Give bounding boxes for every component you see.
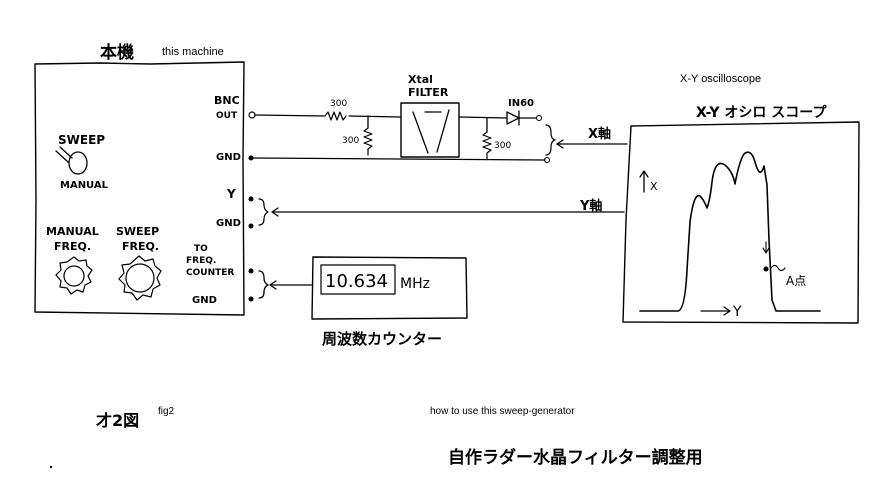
x-input-arrow-icon [556,139,628,149]
x-axis-input-label: X軸 [588,126,611,142]
switch-sweep-label: SWEEP [58,133,105,147]
port-gnd1-label: GND [216,152,241,163]
counter-value: 10.634 [325,271,388,292]
port-bnc-label: BNC [214,94,240,107]
machine-title: 本機 [100,42,134,63]
counter-input-arrow-icon [269,280,313,290]
y-ground-brace [258,198,269,226]
terminal-dots [248,111,256,302]
figure-number: 才2図 [96,411,139,430]
port-counter-label: COUNTER [186,268,234,278]
footer-title: 自作ラダー水晶フィルター調整用 [448,447,703,468]
figure-caption: fig2 [158,406,175,417]
counter-unit: MHz [400,276,430,292]
stray-dot [49,465,53,469]
scope-y-arrow-label: Y [732,304,742,320]
port-freq-label: FREQ. [186,256,216,266]
point-a-label: A点 [786,274,806,288]
filter-label-top: Xtal [408,73,433,86]
footer-caption: how to use this sweep-generator [430,406,575,417]
port-y-label: Y [226,187,236,201]
filter-network [250,102,556,164]
scope-x-arrow-label: X [650,180,658,193]
y-direction-arrow-icon [700,306,731,316]
sweep-response-curve [639,151,821,312]
resistor-r1-label: 300 [330,99,347,109]
counter-label: 周波数カウンター [322,330,442,348]
port-out-label: OUT [216,111,238,121]
counter-brace [258,270,269,299]
knob-manual-label-1: MANUAL [46,225,99,238]
machine-box [34,61,245,316]
filter-label-bottom: FILTER [408,86,449,99]
port-gnd3-label: GND [192,295,217,306]
switch-manual-label: MANUAL [60,180,109,191]
y-input-arrow-icon [271,207,625,217]
counter-display [320,264,396,295]
counter-box [311,256,468,320]
scope-caption: X-Y oscilloscope [680,73,761,85]
machine-caption: this machine [162,46,224,58]
knob-sweep-label-1: SWEEP [116,225,159,238]
sweep-freq-knob-icon [118,255,162,301]
knob-sweep-label-2: FREQ. [122,240,159,253]
port-to-label: TO [194,244,208,254]
x-direction-arrow-icon [639,170,649,193]
port-gnd2-label: GND [216,218,241,229]
scope-title: X-Y オシロ スコープ [696,105,827,121]
knob-manual-label-2: FREQ. [54,240,91,253]
manual-freq-knob-icon [55,256,93,295]
resistor-r2-label: 300 [342,136,359,146]
toggle-switch-icon [55,146,88,175]
scope-box [622,121,860,324]
resistor-r3-label: 300 [494,141,511,151]
y-axis-input-label: Y軸 [579,198,602,214]
diode-label: IN60 [508,98,534,109]
